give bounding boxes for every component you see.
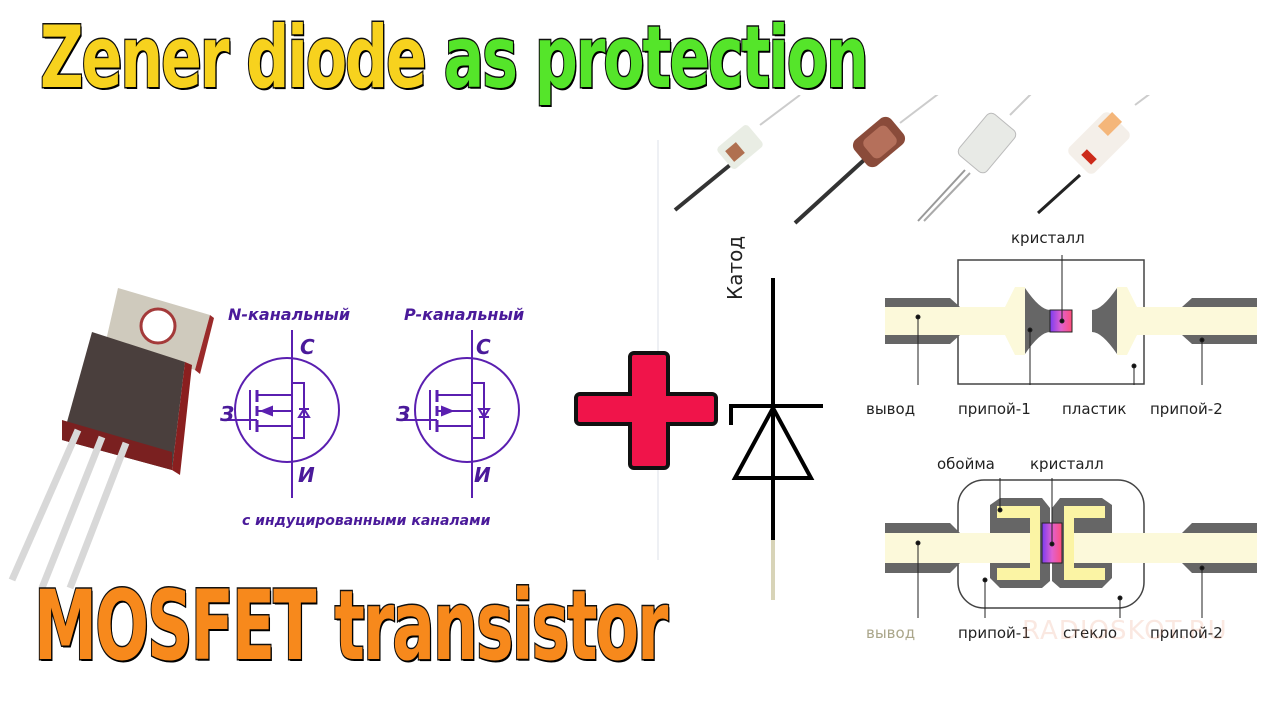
plastic-crystal-label: кристалл bbox=[1011, 229, 1085, 247]
cathode-label: Катод bbox=[723, 235, 747, 300]
glass-solder2-label: припой-2 bbox=[1150, 624, 1223, 642]
n-channel-mosfet-symbol bbox=[222, 330, 340, 498]
diode-photo-2 bbox=[793, 95, 939, 225]
p-channel-label: P-канальный bbox=[404, 305, 525, 324]
diode-photo-1 bbox=[673, 95, 801, 212]
plus-sign-icon bbox=[574, 351, 718, 470]
watermark: RADIOSKOT.RU bbox=[1022, 616, 1228, 646]
p-drain-label: С bbox=[476, 335, 491, 359]
mosfet-caption: с индуцированными каналами bbox=[242, 513, 491, 529]
zener-diode-photos bbox=[673, 95, 1150, 225]
zener-diode-symbol bbox=[729, 278, 823, 600]
plastic-solder1-label: припой-1 bbox=[958, 400, 1031, 418]
plastic-lead-label: вывод bbox=[866, 400, 916, 418]
mosfet-transistor-photo bbox=[8, 288, 214, 590]
title-zener-diode: Zener diode bbox=[39, 7, 428, 110]
glass-crystal-label: кристалл bbox=[1030, 455, 1104, 473]
diode-photo-3 bbox=[917, 95, 1032, 222]
plastic-body-label: пластик bbox=[1062, 400, 1127, 418]
n-channel-label: N-канальный bbox=[228, 305, 351, 324]
glass-solder1-label: припой-1 bbox=[958, 624, 1031, 642]
title-as-protection: as protection bbox=[443, 7, 870, 110]
mosfet-symbols bbox=[222, 330, 520, 498]
glass-diode-cross-section bbox=[885, 478, 1257, 618]
plastic-diode-cross-section bbox=[885, 255, 1257, 385]
p-channel-mosfet-symbol bbox=[402, 330, 520, 498]
n-drain-label: С bbox=[300, 335, 315, 359]
plastic-solder2-label: припой-2 bbox=[1150, 400, 1223, 418]
glass-body-label: стекло bbox=[1063, 624, 1118, 642]
title-line-1: Zener diode as protection bbox=[39, 7, 870, 110]
p-gate-label: З bbox=[396, 402, 411, 426]
glass-lead-label: вывод bbox=[866, 624, 916, 642]
n-source-label: И bbox=[298, 463, 315, 487]
title-mosfet-transistor: MOSFET transistor bbox=[33, 569, 669, 684]
background-divider bbox=[657, 140, 659, 560]
glass-holder-label: обойма bbox=[937, 455, 995, 473]
n-gate-label: З bbox=[220, 402, 235, 426]
diode-photo-4 bbox=[1036, 95, 1150, 215]
p-source-label: И bbox=[474, 463, 491, 487]
